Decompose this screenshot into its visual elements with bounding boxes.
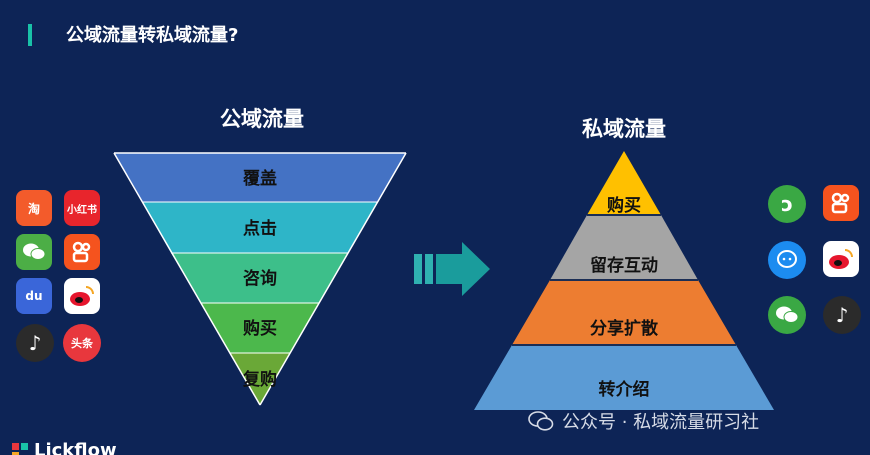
public-funnel: 覆盖 点击 咨询 购买 复购 [113, 152, 407, 406]
private-pyramid: 购买 留存互动 分享扩散 转介绍 [474, 151, 774, 410]
kuaishou-icon [64, 234, 100, 270]
pyramid-label-1: 购买 [607, 195, 641, 216]
pyramid-layer-3 [512, 280, 736, 345]
funnel-layer-5 [230, 353, 290, 405]
conversion-arrow [414, 242, 490, 296]
weibo-icon [823, 241, 859, 277]
kuaishou-icon [823, 185, 859, 221]
baidu-icon: du [16, 278, 52, 314]
wechat-icon [528, 411, 554, 431]
page-title: 公域流量转私域流量? [66, 25, 239, 46]
qq-icon [768, 241, 806, 279]
funnel-label-4: 购买 [243, 318, 277, 339]
weibo-icon [64, 278, 100, 314]
toutiao-icon: 头条 [63, 324, 101, 362]
funnel-label-3: 咨询 [243, 268, 277, 289]
wechat-icon [16, 234, 52, 270]
arrow-shape [436, 242, 490, 296]
pyramid-label-3: 分享扩散 [590, 318, 659, 339]
funnel-layer-1 [114, 153, 406, 202]
brand-logo-icon [12, 442, 28, 455]
title-accent-bar [28, 24, 32, 46]
funnel-layer-4 [201, 303, 319, 353]
pyramid-label-2: 留存互动 [590, 255, 658, 276]
pyramid-label-4: 转介绍 [599, 379, 650, 400]
xiaohongshu-icon: 小红书 [64, 190, 100, 226]
funnel-label-5: 复购 [242, 369, 277, 390]
brand-logo: Lickflow [12, 440, 117, 455]
funnel-layer-2 [142, 202, 377, 253]
funnel-layer-3 [171, 253, 348, 303]
pyramid-layer-1 [587, 151, 661, 215]
mini-program-icon: ↄ [768, 185, 806, 223]
douyin-icon: ♪ [823, 296, 861, 334]
public-traffic-heading: 公域流量 [220, 107, 304, 131]
private-traffic-heading: 私域流量 [582, 117, 666, 141]
douyin-icon: ♪ [16, 324, 54, 362]
wechat-icon [768, 296, 806, 334]
funnel-label-1: 覆盖 [243, 168, 277, 189]
watermark-text: 公众号 · 私域流量研习社 [562, 412, 760, 433]
pyramid-layer-2 [550, 215, 698, 280]
brand-logo-text: Lickflow [34, 440, 117, 455]
funnel-label-2: 点击 [243, 218, 277, 239]
watermark: 公众号 · 私域流量研习社 [528, 408, 759, 434]
pyramid-layer-4 [474, 345, 774, 410]
taobao-icon: 淘 [16, 190, 52, 226]
